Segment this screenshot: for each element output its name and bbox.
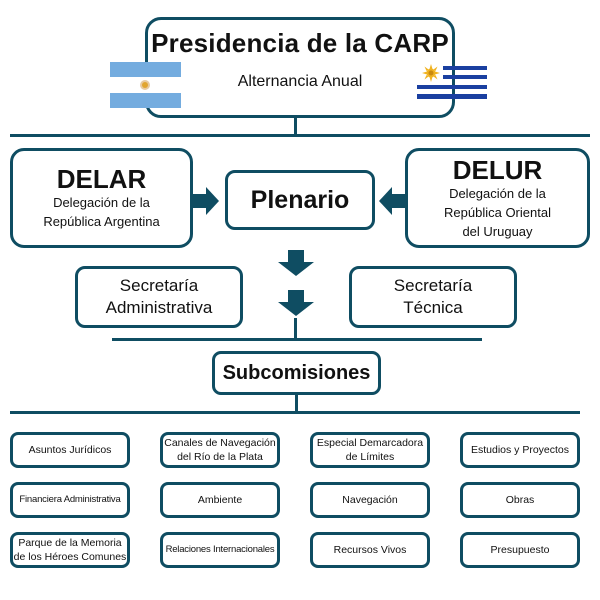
subcomision-box: Ambiente bbox=[160, 482, 280, 518]
connector-sub-vertical bbox=[295, 395, 298, 413]
subcomision-label-line1: Obras bbox=[505, 494, 535, 506]
delur-title: DELUR bbox=[452, 154, 543, 185]
subcomisiones-box: Subcomisiones bbox=[212, 351, 381, 395]
arrow-left-icon bbox=[379, 187, 405, 215]
subcomision-label-line1: Estudios y Proyectos bbox=[470, 444, 570, 456]
subcomision-box: Estudios y Proyectos bbox=[460, 432, 580, 468]
subcomisiones-title: Subcomisiones bbox=[222, 361, 371, 384]
delar-box: DELAR Delegación de la República Argenti… bbox=[10, 148, 193, 248]
delar-line1: Delegación de la bbox=[53, 195, 150, 210]
connector-sub-horizontal bbox=[10, 411, 580, 414]
subcomision-label-line2: del Río de la Plata bbox=[177, 451, 263, 463]
connector-top-horizontal bbox=[10, 134, 590, 137]
subcomision-box: Recursos Vivos bbox=[310, 532, 430, 568]
secretaria-administrativa-box: Secretaría Administrativa bbox=[75, 266, 243, 328]
arrow-right-icon bbox=[193, 187, 219, 215]
subcomision-box: Parque de la Memoria de los Héroes Comune… bbox=[10, 532, 130, 568]
subcomision-label-line2: de los Héroes Comunes bbox=[13, 551, 127, 563]
subcomision-box: Canales de Navegación del Río de la Plata bbox=[160, 432, 280, 468]
secretaria-tecnica-line2: Técnica bbox=[403, 298, 463, 317]
arrow-down-icon bbox=[278, 290, 314, 316]
delur-line3: del Uruguay bbox=[462, 223, 533, 239]
plenario-box: Plenario bbox=[225, 170, 375, 230]
secretaria-tecnica-box: Secretaría Técnica bbox=[349, 266, 517, 328]
subcomision-label-line1: Navegación bbox=[342, 494, 398, 506]
connector-mid-horizontal bbox=[112, 338, 482, 341]
subcomision-label-line1: Parque de la Memoria bbox=[18, 537, 122, 549]
subcomision-label-line1: Asuntos Jurídicos bbox=[28, 444, 112, 456]
delur-box: DELUR Delegación de la República Orienta… bbox=[405, 148, 590, 248]
subcomision-box: Obras bbox=[460, 482, 580, 518]
subcomision-label-line1: Especial Demarcadora bbox=[316, 437, 424, 449]
uruguay-flag-icon bbox=[417, 64, 487, 99]
subcomision-box: Relaciones Internacionales bbox=[160, 532, 280, 568]
subcomision-box: Financiera Administrativa bbox=[10, 482, 130, 518]
subcomision-label-line1: Presupuesto bbox=[490, 544, 550, 556]
presidencia-subtitle: Alternancia Anual bbox=[237, 73, 363, 90]
delar-title: DELAR bbox=[56, 164, 147, 194]
subcomision-box: Asuntos Jurídicos bbox=[10, 432, 130, 468]
subcomision-label-line1: Canales de Navegación bbox=[164, 437, 276, 449]
presidencia-box: Presidencia de la CARP Alternancia Anual bbox=[145, 17, 455, 118]
subcomision-label-line2: de Límites bbox=[345, 451, 395, 463]
delur-line1: Delegación de la bbox=[449, 185, 546, 201]
subcomision-label-line1: Ambiente bbox=[197, 494, 243, 506]
subcomision-box: Navegación bbox=[310, 482, 430, 518]
arrow-down-icon bbox=[278, 250, 314, 276]
argentina-flag-icon bbox=[110, 62, 181, 108]
subcomision-label-line1: Recursos Vivos bbox=[333, 544, 407, 556]
connector-top-vertical bbox=[294, 118, 297, 135]
connector-mid-vertical bbox=[294, 318, 297, 340]
presidencia-title: Presidencia de la CARP bbox=[151, 28, 449, 58]
plenario-label: Plenario bbox=[250, 185, 350, 214]
secretaria-admin-line2: Administrativa bbox=[105, 298, 213, 317]
subcomision-box: Especial Demarcadora de Límites bbox=[310, 432, 430, 468]
secretaria-admin-line1: Secretaría bbox=[119, 276, 199, 295]
delur-line2: República Oriental bbox=[444, 204, 551, 220]
subcomision-label-line1: Financiera Administrativa bbox=[19, 494, 121, 505]
subcomision-label-line1: Relaciones Internacionales bbox=[165, 544, 275, 555]
secretaria-tecnica-line1: Secretaría bbox=[393, 276, 473, 295]
subcomision-box: Presupuesto bbox=[460, 532, 580, 568]
delar-line2: República Argentina bbox=[43, 214, 160, 229]
